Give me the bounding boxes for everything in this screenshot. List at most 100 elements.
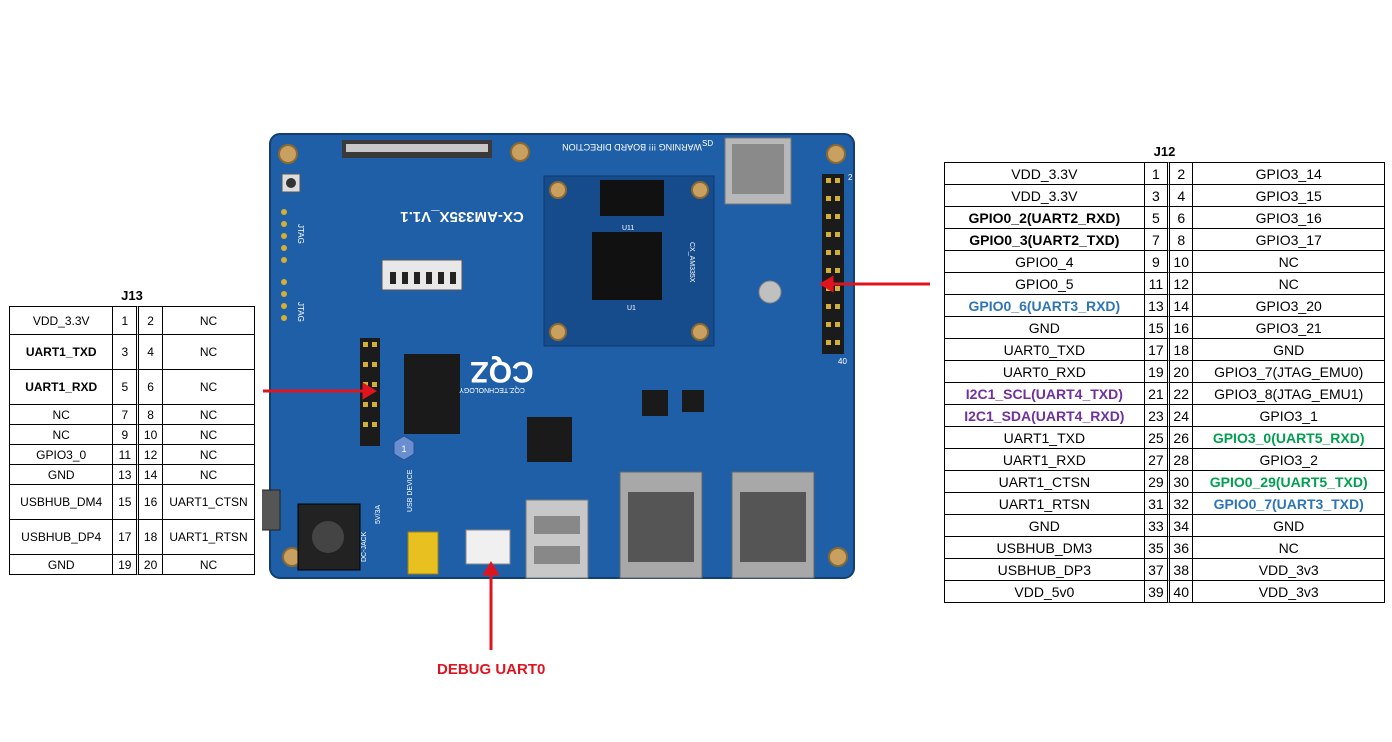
- brand-logo: CQZ: [470, 355, 533, 388]
- j12-signal-right: GPIO3_15: [1193, 185, 1385, 207]
- j13-signal-left: GPIO3_0: [9, 445, 114, 465]
- j12-signal-right: GPIO0_7(UART3_TXD): [1193, 493, 1385, 515]
- j12-signal-left: GND: [944, 317, 1145, 339]
- j13-signal-left: UART1_RXD: [9, 370, 114, 405]
- j12-signal-left: I2C1_SDA(UART4_RXD): [944, 405, 1145, 427]
- board-model: CX-AM335X_V1.1: [400, 208, 523, 225]
- j13-signal-right: NC: [162, 445, 255, 465]
- j13-signal-right: UART1_CTSN: [162, 485, 255, 520]
- j12-signal-left: I2C1_SCL(UART4_TXD): [944, 383, 1145, 405]
- j12-signal-left: USBHUB_DP3: [944, 559, 1145, 581]
- j13-signal-left: NC: [9, 405, 114, 425]
- eth-phy-chip: [527, 417, 572, 462]
- j12-signal-left: GPIO0_3(UART2_TXD): [944, 229, 1145, 251]
- mounting-holes: [278, 142, 848, 567]
- j12-title: J12: [1153, 144, 1176, 159]
- jtag-label-1: JTAG: [296, 224, 305, 244]
- j12-signal-left: UART0_RXD: [944, 361, 1145, 383]
- j12-pin-number-left: 27: [1144, 449, 1171, 471]
- j12-signal-left: UART1_RXD: [944, 449, 1145, 471]
- j12-pin-number-right: 2: [1170, 162, 1194, 185]
- j12-signal-right: GPIO3_14: [1193, 162, 1385, 185]
- j13-pin-number-right: 4: [139, 335, 163, 370]
- ram-chip: [600, 180, 664, 216]
- j12-signal-right: GPIO3_8(JTAG_EMU1): [1193, 383, 1385, 405]
- board-warning: WARNING !!! BOARD DIRECTION: [562, 142, 702, 152]
- j13-pin-number-right: 20: [139, 555, 163, 575]
- j13-pin-number-right: 8: [139, 405, 163, 425]
- j12-pin-number-left: 7: [1144, 229, 1171, 251]
- j12-pin-number-left: 13: [1144, 295, 1171, 317]
- j12-signal-right: GPIO3_17: [1193, 229, 1385, 251]
- j12-pin-number-left: 25: [1144, 427, 1171, 449]
- j12-signal-right: NC: [1193, 273, 1385, 295]
- j12-signal-right: GPIO3_2: [1193, 449, 1385, 471]
- j12-pin-number-right: 4: [1170, 185, 1194, 207]
- j12-signal-left: GPIO0_2(UART2_RXD): [944, 207, 1145, 229]
- j13-pin-number-left: 11: [113, 445, 140, 465]
- j12-pin-number-right: 14: [1170, 295, 1194, 317]
- j12-pin-number-right: 34: [1170, 515, 1194, 537]
- j12-pin-number-right: 40: [1170, 581, 1194, 603]
- j13-signal-left: UART1_TXD: [9, 335, 114, 370]
- u1-label: U1: [627, 305, 636, 312]
- j12-pin-number-right: 6: [1170, 207, 1194, 229]
- j12-pin-number-left: 15: [1144, 317, 1171, 339]
- j12-signal-left: GPIO0_5: [944, 273, 1145, 295]
- j12-signal-right: GPIO3_21: [1193, 317, 1385, 339]
- j12-pin-number-right: 32: [1170, 493, 1194, 515]
- j12-signal-left: GPIO0_4: [944, 251, 1145, 273]
- j13-pin-number-left: 17: [113, 520, 140, 555]
- j13-signal-right: NC: [162, 405, 255, 425]
- j12-pin-number-left: 5: [1144, 207, 1171, 229]
- cpu-chip: [592, 232, 662, 300]
- j12-pin2-label: 2: [848, 173, 853, 182]
- coin-battery: [758, 280, 782, 304]
- j12-pin-number-right: 8: [1170, 229, 1194, 251]
- j13-pin-number-left: 15: [113, 485, 140, 520]
- j13-pin-number-left: 19: [113, 555, 140, 575]
- debug-uart-connector: [465, 529, 511, 565]
- debug-uart0-label: DEBUG UART0: [437, 661, 546, 678]
- j12-pin-number-left: 17: [1144, 339, 1171, 361]
- j12-pin-number-left: 37: [1144, 559, 1171, 581]
- j12-pin-number-right: 12: [1170, 273, 1194, 295]
- j13-pin-number-right: 18: [139, 520, 163, 555]
- j12-signal-right: GPIO3_1: [1193, 405, 1385, 427]
- j12-pin-number-right: 22: [1170, 383, 1194, 405]
- j13-pin-number-left: 5: [113, 370, 140, 405]
- j12-pin-number-left: 35: [1144, 537, 1171, 559]
- power-switch: [262, 489, 281, 531]
- j12-pin-number-right: 30: [1170, 471, 1194, 493]
- j12-pins: [826, 178, 840, 345]
- j13-pin-number-right: 6: [139, 370, 163, 405]
- nand-flash: [404, 354, 460, 434]
- mini-usb-port: [407, 531, 439, 575]
- j13-signal-left: VDD_3.3V: [9, 306, 114, 335]
- j13-header: [360, 338, 380, 446]
- j12-signal-right: VDD_3v3: [1193, 581, 1385, 603]
- j12-signal-right: GND: [1193, 339, 1385, 361]
- j13-pin-number-right: 14: [139, 465, 163, 485]
- usb-host-port: [525, 499, 589, 579]
- j12-signal-left: VDD_5v0: [944, 581, 1145, 603]
